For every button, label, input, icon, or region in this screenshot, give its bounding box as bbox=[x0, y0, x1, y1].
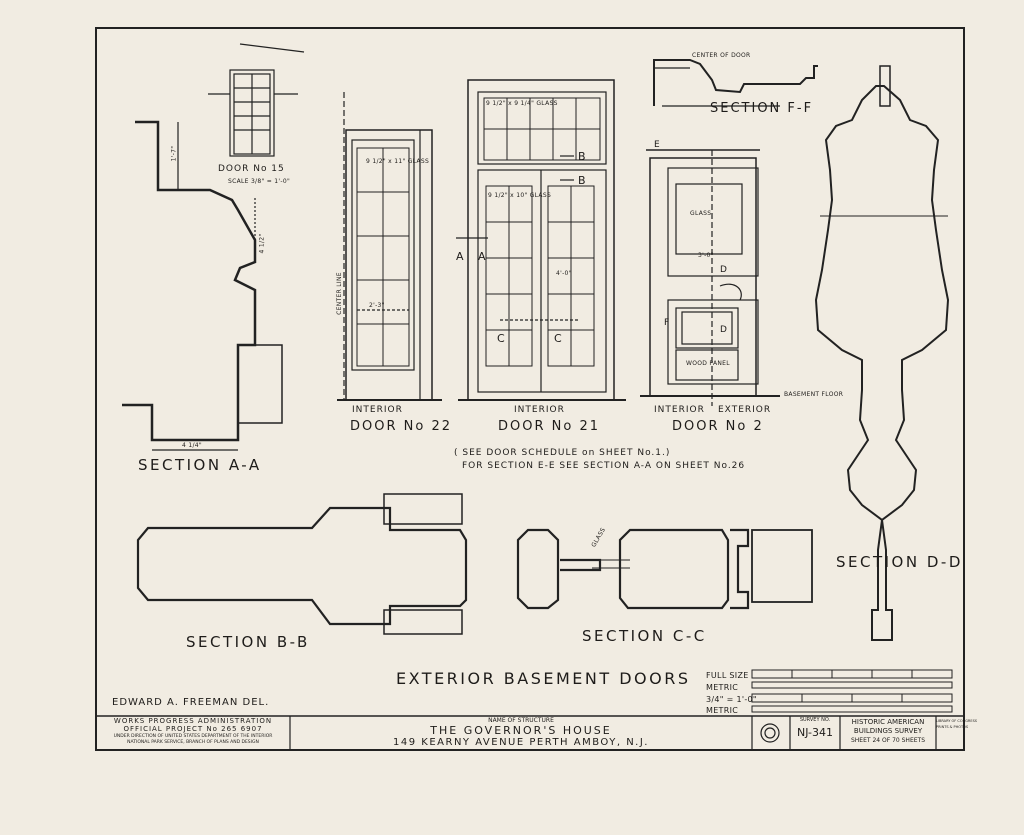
door21-dim: 4'-0" bbox=[556, 270, 572, 277]
marker-b-low: B bbox=[578, 174, 588, 187]
section-dd-label: SECTION D-D bbox=[836, 553, 963, 571]
door21-glass-top: 9 1/2" x 9 1/4" GLASS bbox=[486, 100, 558, 107]
door21-label: DOOR No 21 bbox=[498, 419, 600, 434]
door2-elevation bbox=[640, 149, 780, 406]
section-aa-dim-1: 1'-7" bbox=[170, 145, 178, 162]
scale-label-2: METRIC bbox=[706, 683, 739, 692]
section-bb-label: SECTION B-B bbox=[186, 633, 310, 651]
survey-number: NJ-341 bbox=[796, 726, 834, 739]
section-dd-profile bbox=[814, 65, 950, 641]
section-ff-profile bbox=[653, 59, 818, 106]
scale-label-4: METRIC bbox=[706, 706, 739, 715]
section-cc-label: SECTION C-C bbox=[582, 627, 707, 645]
section-aa-dim-2: 4 1/2" bbox=[258, 233, 266, 254]
marker-a-left: A bbox=[456, 250, 466, 263]
habs-line-1: HISTORIC AMERICAN bbox=[851, 718, 925, 726]
door2-sub-left: INTERIOR bbox=[654, 405, 705, 415]
scale-bar bbox=[751, 669, 953, 713]
door2-label: DOOR No 2 bbox=[672, 419, 764, 434]
agency-line-3: UNDER DIRECTION OF UNITED STATES DEPARTM… bbox=[113, 734, 273, 739]
name-caption: NAME OF STRUCTURE bbox=[488, 717, 554, 724]
section-bb-plan bbox=[136, 493, 468, 635]
door15-label: DOOR No 15 bbox=[218, 164, 285, 174]
agency-line-1: WORKS PROGRESS ADMINISTRATION bbox=[113, 717, 273, 725]
section-aa-dim-3: 4 1/4" bbox=[182, 442, 202, 449]
scale-label-1: FULL SIZE bbox=[706, 671, 749, 680]
marker-c-right: C bbox=[554, 332, 564, 345]
door22-glass: 9 1/2" x 11" GLASS bbox=[366, 158, 430, 165]
agency-line-2: OFFICIAL PROJECT No 265 6907 bbox=[123, 725, 263, 733]
door2-floor: BASEMENT FLOOR bbox=[784, 391, 844, 398]
habs-line-2: BUILDINGS SURVEY bbox=[853, 727, 923, 735]
door22-label: DOOR No 22 bbox=[350, 419, 452, 434]
section-aa-profile bbox=[122, 120, 257, 442]
marker-b-top: B bbox=[578, 150, 588, 163]
marker-a-right: A bbox=[478, 250, 488, 263]
structure-name: THE GOVERNOR'S HOUSE bbox=[430, 724, 612, 737]
door2-panel: WOOD PANEL bbox=[686, 360, 730, 367]
door21-glass-low: 9 1/2" x 10" GLASS bbox=[488, 192, 552, 199]
sheet-border bbox=[95, 27, 965, 751]
marker-d-low: D bbox=[720, 325, 729, 335]
library-line-2: PRINTS & PHOTOS bbox=[936, 725, 969, 729]
sheet-text: SHEET 24 OF 70 SHEETS bbox=[850, 737, 925, 744]
section-ff-note: CENTER OF DOOR bbox=[692, 52, 751, 59]
library-line-1: LIBRARY OF CONGRESS bbox=[936, 719, 978, 723]
note-2: FOR SECTION E-E SEE SECTION A-A ON SHEET… bbox=[462, 461, 746, 471]
door22-sub: INTERIOR bbox=[352, 405, 403, 415]
door21-sub: INTERIOR bbox=[514, 405, 565, 415]
drawing-title: EXTERIOR BASEMENT DOORS bbox=[396, 669, 691, 688]
marker-f: F bbox=[664, 318, 672, 328]
marker-e: E bbox=[654, 140, 662, 150]
survey-caption: SURVEY NO. bbox=[799, 717, 831, 723]
door22-dim: 2'-3" bbox=[369, 302, 385, 309]
address: 149 KEARNY AVENUE PERTH AMBOY, N.J. bbox=[393, 737, 649, 748]
marker-d-top: D bbox=[720, 265, 729, 275]
delineator: EDWARD A. FREEMAN DEL. bbox=[112, 697, 270, 708]
seal bbox=[760, 723, 780, 743]
door2-sub-right: EXTERIOR bbox=[718, 405, 772, 415]
door2-glass: GLASS bbox=[690, 210, 712, 217]
section-aa-label: SECTION A-A bbox=[138, 456, 262, 474]
scale-label-3: 3/4" = 1'-0" bbox=[706, 695, 757, 704]
door15-elevation bbox=[229, 69, 275, 157]
door2-dim: 3'-0" bbox=[698, 252, 714, 259]
door22-elevation bbox=[337, 92, 442, 401]
door15-scale: SCALE 3/8" = 1'-0" bbox=[228, 178, 291, 185]
door21-elevation bbox=[456, 79, 626, 401]
section-cc-plan bbox=[516, 528, 813, 610]
agency-line-4: NATIONAL PARK SERVICE, BRANCH OF PLANS A… bbox=[127, 740, 259, 745]
marker-c-left: C bbox=[497, 332, 507, 345]
door22-centerline: CENTER LINE bbox=[335, 272, 343, 315]
note-1: ( SEE DOOR SCHEDULE on SHEET No.1.) bbox=[454, 448, 671, 458]
section-ff-label: SECTION F-F bbox=[710, 101, 814, 116]
